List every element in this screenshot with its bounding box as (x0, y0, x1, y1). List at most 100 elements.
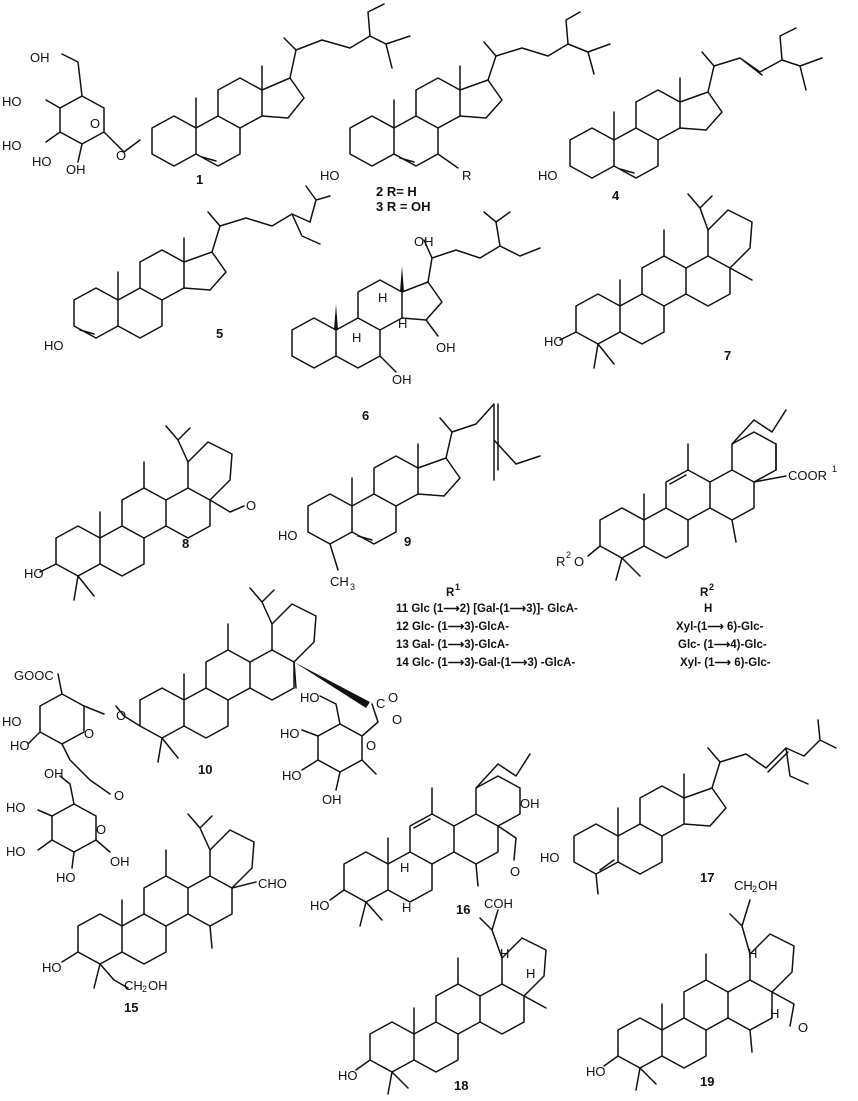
table-row-r2: Glc- (1⟶4)-Glc- (678, 639, 767, 651)
compound-number: 2 R= H (376, 184, 417, 199)
r1-header: R (446, 587, 455, 599)
table-row-r2: Xyl- (1⟶ 6)-Glc- (680, 657, 771, 669)
structure-1: OH HO HO HO OH O O 1 (2, 3, 411, 187)
glycosidic-o-label: O (116, 148, 126, 163)
h-label: H (748, 946, 757, 961)
compound-number: 5 (216, 326, 223, 341)
coh-label: COH (484, 896, 513, 911)
h-label: H (770, 1006, 779, 1021)
h-label: H (526, 966, 535, 981)
methyl-subscript: 3 (350, 582, 355, 592)
oh-label: OH (436, 340, 456, 355)
carbonyl-o-label: O (388, 690, 398, 705)
h-label: H (378, 290, 387, 305)
coor1-label: COOR (788, 468, 827, 483)
ch2oh-subscript: 2 (142, 984, 147, 994)
substituent-table: R 1 R 2 11 Glc (1⟶2) [Gal-(1⟶3)]- GlcA- … (396, 582, 771, 669)
oh-label: OH (414, 234, 434, 249)
structure-11-14-scaffold: COOR 1 R 2 O (556, 409, 837, 581)
r2-superscript: 2 (566, 550, 571, 560)
ring-o-label: O (366, 738, 376, 753)
ho-label: HO (42, 960, 62, 975)
h-label: H (500, 946, 509, 961)
compound-number: 1 (196, 172, 203, 187)
structure-18: COH H H HO 18 (338, 896, 547, 1095)
compound-number: 10 (198, 762, 212, 777)
structure-4: HO 4 (538, 27, 823, 203)
oh-label: OH (392, 372, 412, 387)
table-row-r1: 13 Gal- (1⟶3)-GlcA- (396, 639, 509, 651)
oh-label: OH (322, 792, 342, 807)
ho-label: HO (338, 1068, 358, 1083)
ho-label: HO (540, 850, 560, 865)
oh-label: OH (30, 50, 50, 65)
methyl-label: CH (330, 574, 349, 589)
ester-o-label: O (392, 712, 402, 727)
ho-label: HO (278, 528, 298, 543)
ho-label: HO (310, 898, 330, 913)
compound-number: 3 R = OH (376, 199, 431, 214)
table-row-r1: 14 Glc- (1⟶3)-Gal-(1⟶3) -GlcA- (396, 657, 575, 669)
ho-label: HO (32, 154, 52, 169)
ketone-o-label: O (798, 1020, 808, 1035)
ho-label: HO (544, 334, 564, 349)
structure-2-3: HO R 2 R= H 3 R = OH (320, 11, 611, 214)
ho-label: HO (24, 566, 44, 581)
ho-label: HO (2, 94, 22, 109)
structure-16: OH O H H HO 16 (310, 753, 540, 927)
structure-7: HO 7 (544, 193, 753, 369)
aldehyde-o-label: O (246, 498, 256, 513)
ho-label: HO (6, 800, 26, 815)
ch2oh-subscript: 2 (752, 884, 757, 894)
ester-o-label: O (574, 554, 584, 569)
oh-label: OH (44, 766, 64, 781)
ho-label: HO (44, 338, 64, 353)
compound-number: 18 (454, 1078, 468, 1093)
table-row-r2: H (704, 603, 712, 615)
ch2oh-label: CH (124, 978, 143, 993)
compound-number: 4 (612, 188, 620, 203)
structure-15: CHO HO CH 2 OH 15 (42, 813, 287, 1015)
carbonyl-c-label: C (376, 696, 385, 711)
ho-label: HO (6, 844, 26, 859)
compound-number: 15 (124, 1000, 138, 1015)
h-label: H (402, 900, 411, 915)
compound-number: 19 (700, 1074, 714, 1089)
compound-number: 7 (724, 348, 731, 363)
ether-o-label: O (114, 788, 124, 803)
compound-number: 16 (456, 902, 470, 917)
r2-header-superscript: 2 (709, 582, 714, 592)
oh-label: OH (110, 854, 130, 869)
ho-label: HO (10, 738, 30, 753)
cooh-o-label: OH (520, 796, 540, 811)
structure-9: HO CH 3 9 (278, 403, 541, 592)
compound-number: 8 (182, 536, 189, 551)
oh-label: OH (66, 162, 86, 177)
table-row-r1: 12 Glc- (1⟶3)-GlcA- (396, 621, 509, 633)
structure-17: HO 17 (540, 719, 837, 895)
ring-o-label: O (90, 116, 100, 131)
r1-header-superscript: 1 (455, 582, 460, 592)
table-row-r1: 11 Glc (1⟶2) [Gal-(1⟶3)]- GlcA- (396, 603, 578, 615)
cho-label: CHO (258, 876, 287, 891)
structure-6: H H H OH OH OH 6 (291, 211, 541, 423)
ho-label: HO (280, 726, 300, 741)
ch2oh-oh-label: OH (148, 978, 168, 993)
structure-10: GOOC HO HO O O O OH HO HO HO OH O C O O … (2, 587, 402, 885)
structure-5: HO 5 (44, 185, 331, 353)
r1-superscript: 1 (832, 464, 837, 474)
structure-19: CH 2 OH H H O HO 19 (586, 878, 808, 1091)
compound-number: 9 (404, 534, 411, 549)
h-label: H (400, 860, 409, 875)
r-label: R (462, 168, 471, 183)
table-row-r2: Xyl-(1⟶ 6)-Glc- (676, 621, 764, 633)
r2-label: R (556, 554, 565, 569)
structure-8: O HO 8 (24, 425, 256, 601)
ring-o-label: O (84, 726, 94, 741)
r2-header: R (700, 587, 709, 599)
cooh-label: GOOC (14, 668, 54, 683)
compound-number: 6 (362, 408, 369, 423)
ring-o-label: O (96, 822, 106, 837)
carbonyl-o-label: O (510, 864, 520, 879)
